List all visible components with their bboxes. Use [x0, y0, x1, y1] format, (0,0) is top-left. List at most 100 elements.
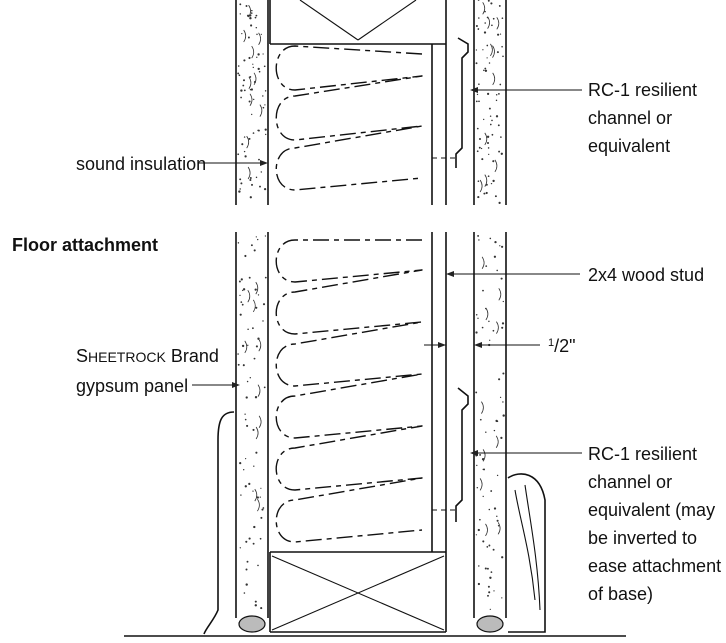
gypsum-speck: [259, 537, 262, 540]
resilient-channel-bottom: [455, 387, 469, 522]
gypsum-speck: [477, 0, 480, 1]
gypsum-speck: [487, 585, 490, 588]
gypsum-speck: [240, 182, 243, 185]
gypsum-speck: [481, 326, 484, 329]
gypsum-speck: [475, 314, 478, 316]
gypsum-speck: [262, 507, 265, 509]
gypsum-streak: [492, 72, 496, 86]
gypsum-streak: [481, 256, 485, 270]
gypsum-speck: [475, 49, 478, 51]
gypsum-speck: [237, 65, 240, 67]
gypsum-speck: [260, 171, 262, 173]
gypsum-speck: [251, 9, 253, 12]
gypsum-streak: [254, 488, 258, 502]
gypsum-speck: [486, 546, 489, 548]
rc1-top-label-line1: RC-1 resilient: [588, 80, 697, 100]
gypsum-speck: [239, 3, 242, 6]
gypsum-speck: [484, 22, 487, 24]
gypsum-speck: [501, 45, 503, 48]
gypsum-speck: [244, 155, 247, 158]
gypsum-speck: [242, 79, 246, 82]
gypsum-streak: [259, 104, 263, 117]
gypsum-speck: [257, 294, 260, 296]
gypsum-speck: [500, 136, 502, 138]
gypsum-speck: [482, 468, 484, 471]
gypsum-streak: [482, 449, 486, 462]
gypsum-speck: [501, 556, 504, 559]
gypsum-speck: [501, 17, 504, 20]
gypsum-streak: [253, 72, 257, 86]
gypsum-speck: [477, 196, 480, 199]
gypsum-streak: [492, 45, 495, 58]
gypsum-speck: [476, 93, 479, 96]
gypsum-speck: [252, 327, 254, 330]
gypsum-speck: [497, 524, 500, 527]
wood-stud-label: 2x4 wood stud: [588, 265, 704, 285]
gypsum-streak: [251, 45, 255, 59]
gypsum-speck: [244, 485, 247, 488]
gypsum-speck: [486, 567, 489, 570]
floor-attachment-heading: Floor attachment: [12, 235, 158, 255]
gypsum-streak: [490, 43, 493, 57]
gypsum-speck: [247, 36, 250, 39]
gypsum-speck: [497, 124, 500, 127]
gypsum-speck: [502, 372, 505, 375]
gypsum-speck: [253, 249, 256, 252]
gypsum-speck: [476, 127, 479, 130]
gypsum-speck: [477, 180, 480, 183]
gypsum-speck: [491, 24, 493, 27]
gypsum-speck: [477, 28, 479, 30]
gypsum-speck: [488, 320, 490, 323]
gypsum-speck: [502, 401, 504, 403]
gypsum-speck: [488, 591, 491, 594]
rc1-bottom-label-line2: channel or: [588, 472, 672, 492]
gypsum-speck: [477, 582, 481, 586]
gypsum-streak: [498, 288, 502, 301]
gypsum-speck: [259, 185, 261, 188]
gypsum-speck: [240, 89, 243, 92]
gypsum-streak: [255, 281, 259, 295]
gypsum-streak: [257, 384, 261, 397]
gypsum-speck: [263, 386, 266, 389]
rc1-bottom-label-line1: RC-1 resilient: [588, 444, 697, 464]
gypsum-speck: [260, 516, 263, 519]
rc1-bottom-label-line3: equivalent (may: [588, 500, 715, 520]
gypsum-speck: [262, 106, 265, 109]
bottom-wall-section: [124, 232, 626, 637]
gypsum-speck: [255, 345, 258, 348]
gypsum-streak: [479, 478, 483, 491]
gypsum-speck: [475, 391, 478, 394]
gypsum-speck: [255, 14, 258, 17]
gypsum-streak: [257, 498, 260, 512]
gypsum-speck: [497, 92, 500, 95]
gypsum-speck: [239, 13, 242, 15]
gypsum-speck: [481, 158, 484, 161]
gypsum-speck: [499, 83, 502, 86]
gypsum-streak: [484, 174, 488, 187]
gypsum-speck: [260, 487, 262, 489]
gypsum-speck: [257, 67, 260, 71]
gypsum-speck: [242, 84, 245, 87]
gypsum-speck: [495, 94, 498, 96]
sound-insulation-batt-top: [275, 45, 423, 191]
gypsum-streak: [487, 16, 490, 29]
gypsum-speck: [498, 4, 501, 7]
sound-insulation-batt-bottom: [275, 239, 423, 543]
gypsum-speck: [500, 152, 503, 155]
gypsum-speck: [247, 328, 249, 330]
gypsum-speck: [237, 363, 240, 366]
gypsum-speck: [252, 98, 255, 101]
gypsum-speck: [245, 568, 248, 571]
gypsum-speck: [264, 276, 267, 279]
gypsum-speck: [479, 518, 481, 521]
gypsum-speck: [483, 118, 485, 121]
gypsum-speck: [484, 67, 487, 70]
gypsum-speck: [489, 123, 492, 126]
gypsum-streak: [248, 4, 251, 18]
gypsum-speck: [246, 560, 249, 563]
gypsum-speck: [482, 540, 485, 543]
gypsum-streak: [497, 522, 501, 535]
gypsum-speck: [478, 146, 481, 149]
gypsum-speck: [501, 326, 504, 329]
gypsum-speck: [245, 458, 247, 460]
